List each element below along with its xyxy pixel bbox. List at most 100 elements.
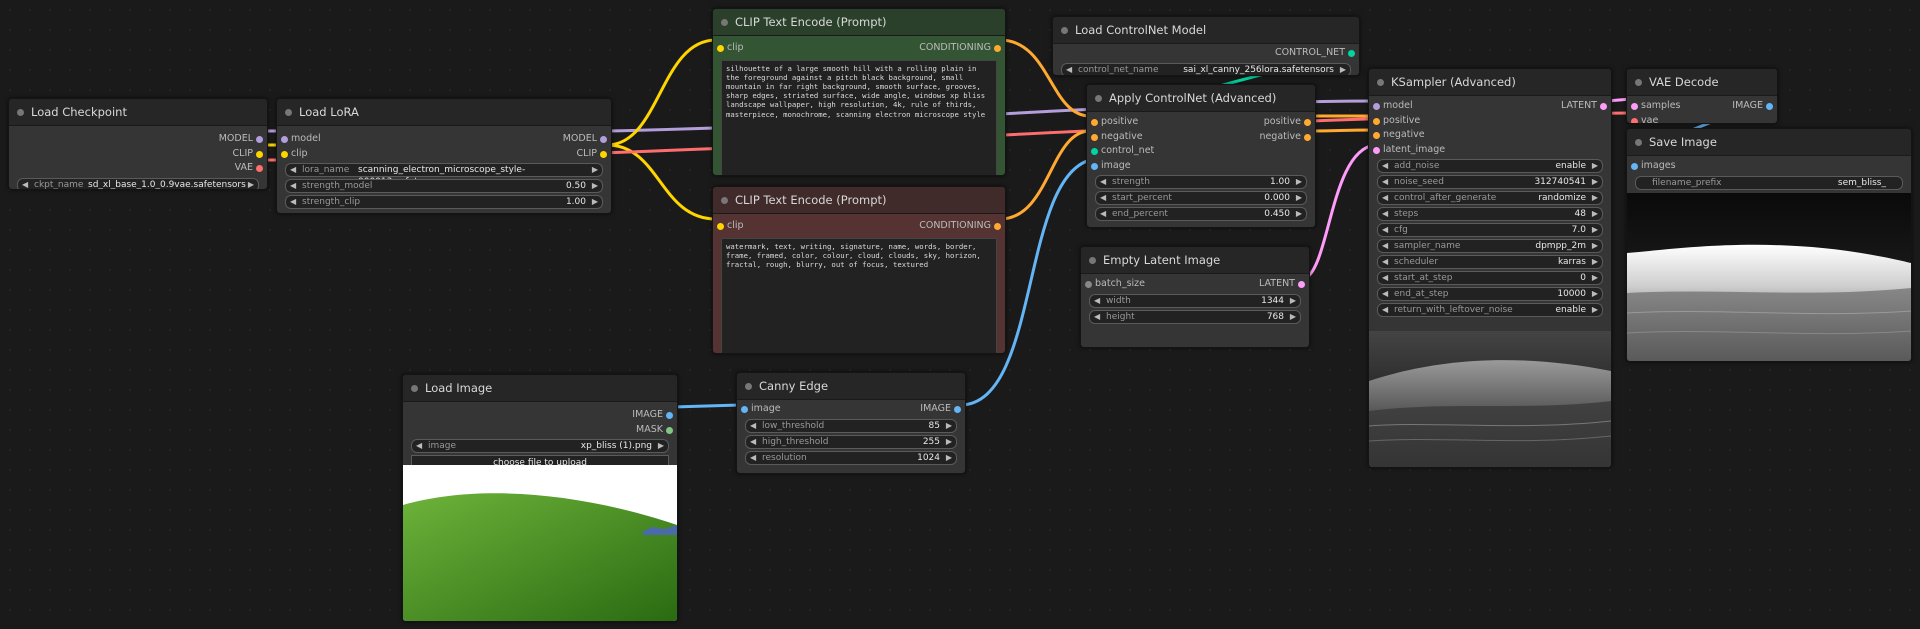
prompt-textarea[interactable]: silhouette of a large smooth hill with a… — [721, 59, 997, 175]
arrow-right-icon[interactable]: ▶ — [1591, 225, 1598, 234]
arrow-left-icon[interactable]: ◀ — [1382, 209, 1389, 218]
arrow-right-icon[interactable]: ▶ — [1591, 305, 1598, 314]
arrow-left-icon[interactable]: ◀ — [290, 165, 297, 174]
node-title[interactable]: Canny Edge — [737, 373, 965, 400]
socket-positive-in[interactable] — [1091, 119, 1098, 126]
node-title[interactable]: CLIP Text Encode (Prompt) — [713, 9, 1005, 36]
arrow-right-icon[interactable]: ▶ — [1591, 209, 1598, 218]
arrow-left-icon[interactable]: ◀ — [1382, 241, 1389, 250]
dot-icon[interactable] — [745, 383, 752, 390]
arrow-right-icon[interactable]: ▶ — [591, 165, 598, 174]
node-load-checkpoint[interactable]: Load Checkpoint MODEL CLIP VAE ◀ckpt_nam… — [8, 98, 268, 190]
socket-model-out[interactable] — [256, 136, 263, 143]
dot-icon[interactable] — [1095, 95, 1102, 102]
node-title[interactable]: KSampler (Advanced) — [1369, 69, 1611, 96]
arrow-left-icon[interactable]: ◀ — [1100, 193, 1107, 202]
arrow-left-icon[interactable]: ◀ — [1100, 209, 1107, 218]
arrow-right-icon[interactable]: ▶ — [1591, 241, 1598, 250]
arrow-right-icon[interactable]: ▶ — [591, 181, 598, 190]
node-title[interactable]: Load LoRA — [277, 99, 611, 126]
socket-vae-out[interactable] — [256, 165, 263, 172]
socket-control-net-in[interactable] — [1091, 148, 1098, 155]
arrow-left-icon[interactable]: ◀ — [1382, 161, 1389, 170]
socket-image-out[interactable] — [666, 412, 673, 419]
arrow-right-icon[interactable]: ▶ — [1295, 209, 1302, 218]
socket-image-out[interactable] — [954, 406, 961, 413]
socket-latent-out[interactable] — [1298, 281, 1305, 288]
arrow-left-icon[interactable]: ◀ — [1382, 273, 1389, 282]
socket-conditioning-out[interactable] — [994, 223, 1001, 230]
socket-conditioning-out[interactable] — [994, 45, 1001, 52]
dot-icon[interactable] — [17, 109, 24, 116]
dot-icon[interactable] — [1635, 139, 1642, 146]
arrow-right-icon[interactable]: ▶ — [247, 179, 254, 189]
arrow-right-icon[interactable]: ▶ — [1339, 64, 1346, 74]
arrow-right-icon[interactable]: ▶ — [1289, 311, 1296, 321]
arrow-left-icon[interactable]: ◀ — [1100, 177, 1107, 186]
node-title[interactable]: VAE Decode — [1627, 69, 1777, 96]
arrow-left-icon[interactable]: ◀ — [750, 452, 757, 462]
arrow-left-icon[interactable]: ◀ — [416, 441, 423, 450]
socket-image-out[interactable] — [1766, 103, 1773, 110]
socket-clip-out[interactable] — [256, 150, 263, 158]
socket-samples-in[interactable] — [1631, 103, 1638, 110]
socket-image-in[interactable] — [1091, 162, 1098, 170]
arrow-right-icon[interactable]: ▶ — [1295, 177, 1302, 186]
node-title[interactable]: Load Image — [403, 375, 677, 402]
socket-negative-out[interactable] — [1304, 133, 1311, 141]
node-title[interactable]: Load Checkpoint — [9, 99, 267, 126]
prompt-textarea[interactable]: watermark, text, writing, signature, nam… — [721, 237, 997, 353]
arrow-left-icon[interactable]: ◀ — [1382, 289, 1389, 298]
arrow-right-icon[interactable]: ▶ — [945, 452, 952, 462]
arrow-left-icon[interactable]: ◀ — [1382, 257, 1389, 266]
arrow-right-icon[interactable]: ▶ — [945, 436, 952, 446]
socket-images-in[interactable] — [1631, 163, 1638, 170]
socket-negative-in[interactable] — [1373, 132, 1380, 139]
dot-icon[interactable] — [285, 109, 292, 116]
socket-positive-out[interactable] — [1304, 119, 1311, 126]
socket-negative-in[interactable] — [1091, 133, 1098, 141]
arrow-right-icon[interactable]: ▶ — [1289, 295, 1296, 305]
dot-icon[interactable] — [411, 385, 418, 392]
socket-control-net-out[interactable] — [1348, 50, 1355, 57]
arrow-left-icon[interactable]: ◀ — [1382, 225, 1389, 234]
socket-positive-in[interactable] — [1373, 117, 1380, 125]
socket-latent-image-in[interactable] — [1373, 146, 1380, 154]
node-title[interactable]: Save Image — [1627, 129, 1911, 156]
dot-icon[interactable] — [1089, 257, 1096, 264]
arrow-left-icon[interactable]: ◀ — [1066, 64, 1073, 74]
node-title[interactable]: Empty Latent Image — [1081, 247, 1309, 274]
socket-model-in[interactable] — [281, 136, 288, 143]
dot-icon[interactable] — [1635, 79, 1642, 86]
arrow-left-icon[interactable]: ◀ — [750, 436, 757, 446]
arrow-right-icon[interactable]: ▶ — [591, 197, 598, 206]
arrow-left-icon[interactable]: ◀ — [750, 420, 757, 430]
arrow-left-icon[interactable]: ◀ — [1382, 193, 1389, 202]
node-load-controlnet[interactable]: Load ControlNet Model CONTROL_NET ◀contr… — [1052, 16, 1360, 76]
arrow-right-icon[interactable]: ▶ — [1591, 161, 1598, 170]
dot-icon[interactable] — [721, 197, 728, 204]
